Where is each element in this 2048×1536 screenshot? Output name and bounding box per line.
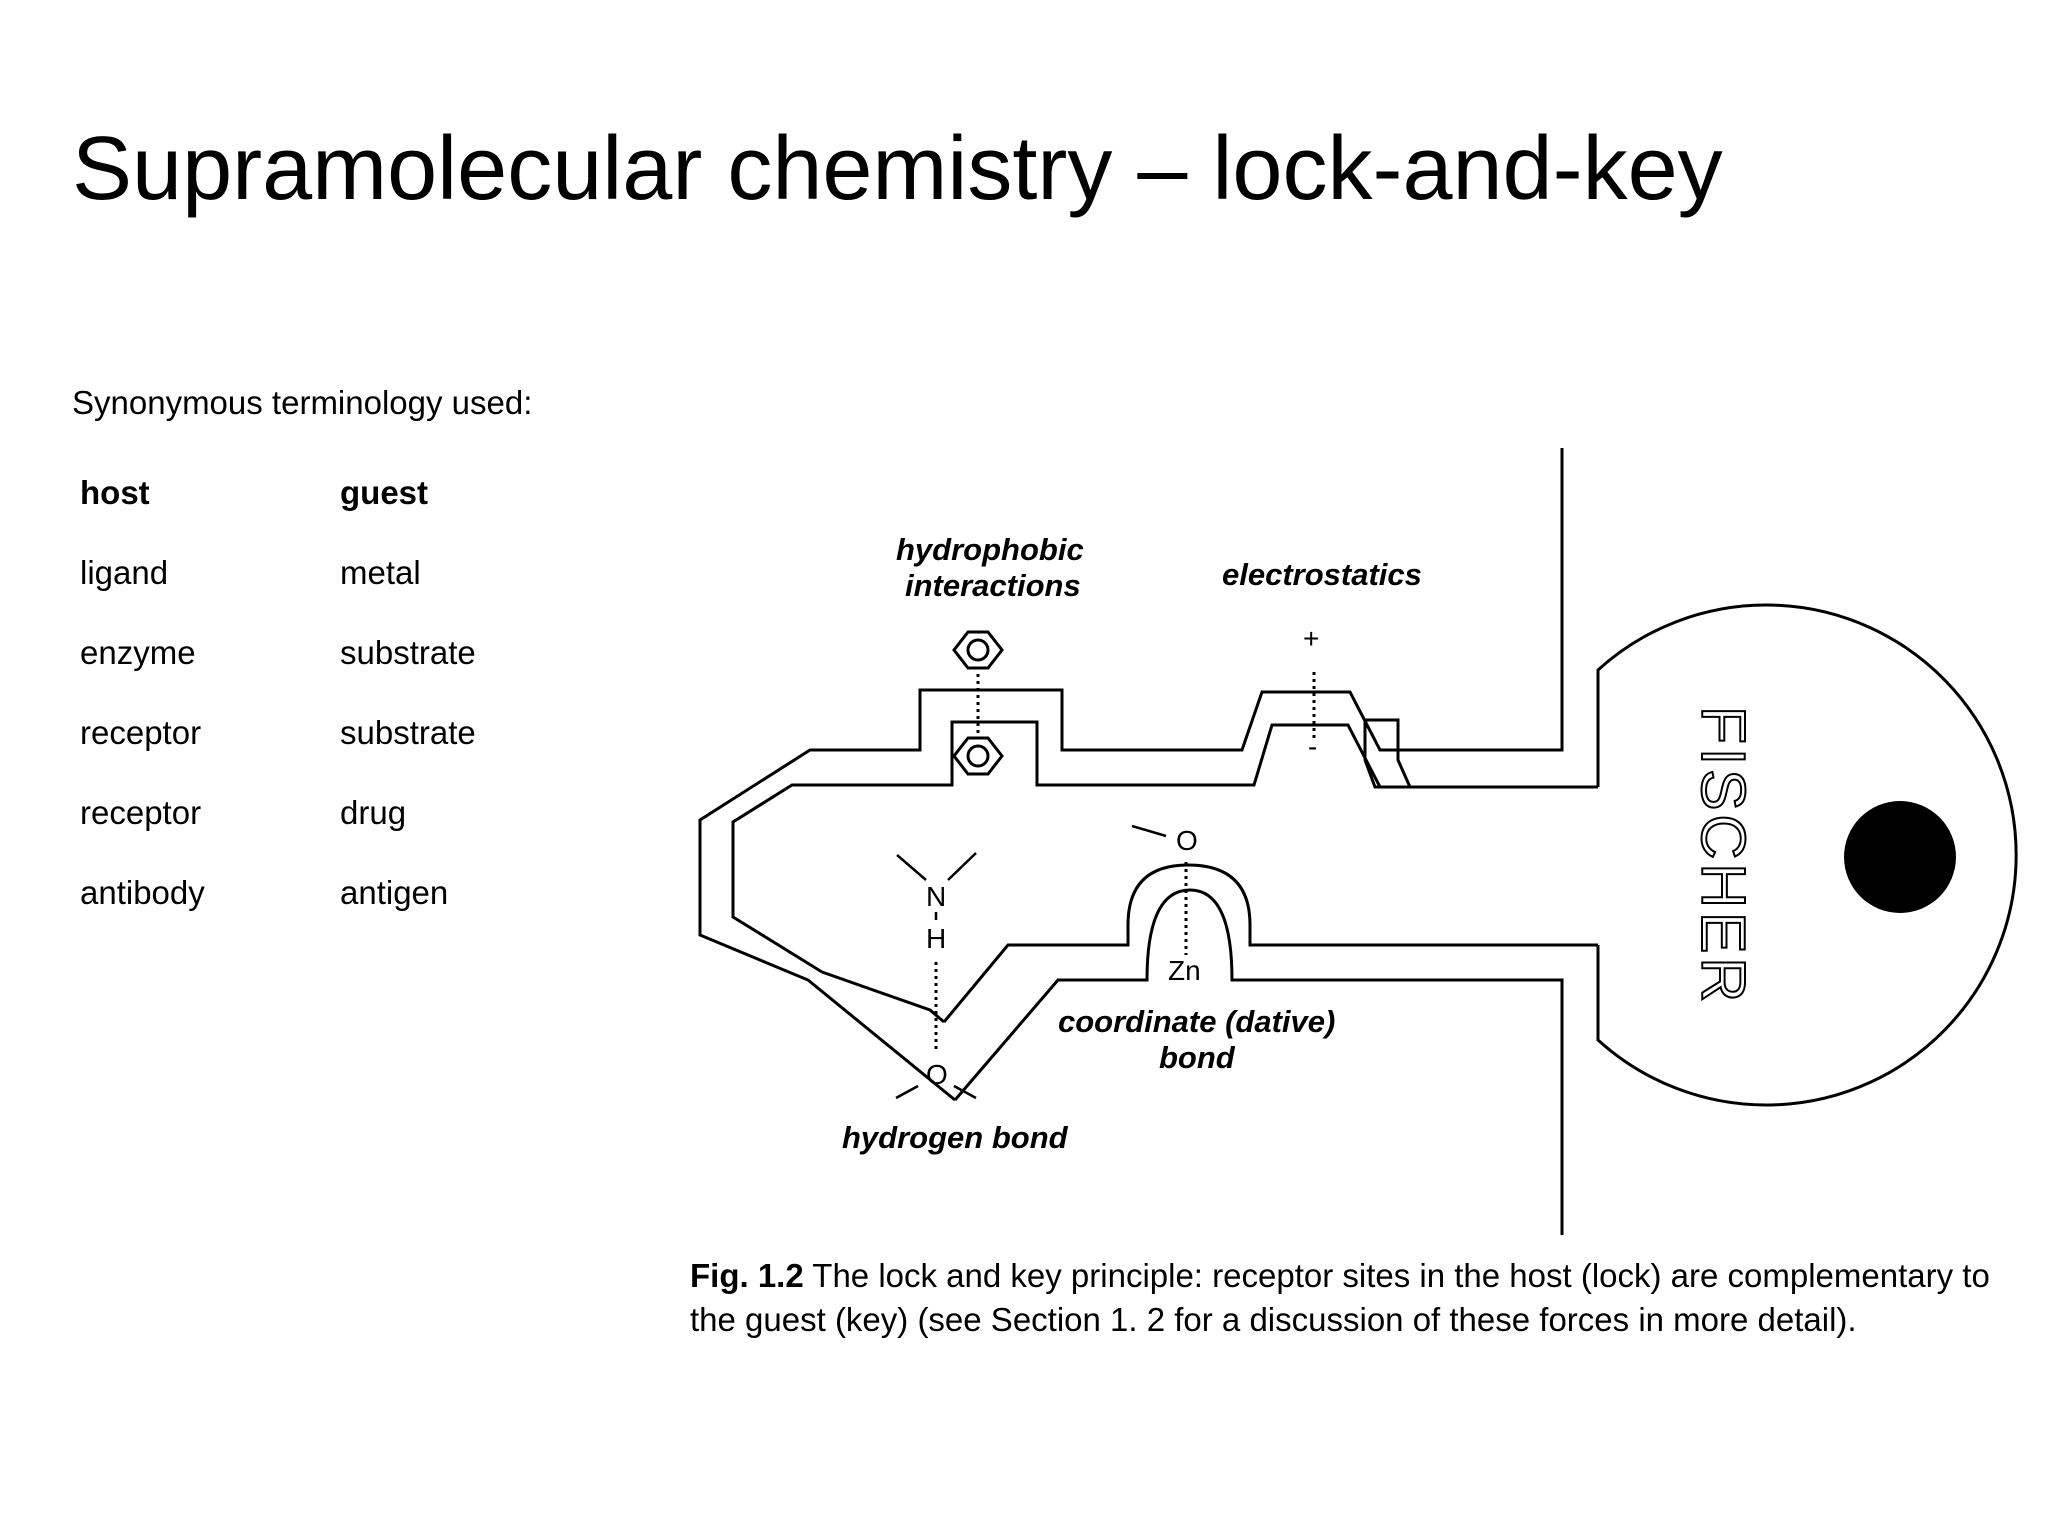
oxygen-atom-bottom: O — [926, 1059, 948, 1090]
key-bow — [1596, 603, 2018, 1107]
label-hydrogen-bond: hydrogen bond — [842, 1120, 1069, 1155]
key-notch-v — [821, 970, 945, 1024]
key-shaft-bottom — [942, 863, 1598, 1023]
table-row: antibody antigen — [80, 874, 476, 954]
label-coordinate-line1: coordinate (dative) — [1058, 1004, 1335, 1039]
guest-cell: substrate — [340, 634, 476, 671]
terminology-table: host guest ligand metal enzyme substrate… — [80, 474, 476, 954]
key-outline — [1363, 718, 1598, 789]
carbonyl-bonds — [895, 1084, 977, 1100]
minus-charge: - — [1308, 731, 1317, 762]
amine-group — [896, 852, 977, 920]
plus-charge: + — [1303, 623, 1319, 654]
label-hydrophobic-line2: interactions — [905, 568, 1081, 603]
guest-cell: metal — [340, 554, 421, 591]
benzene-ring-bottom — [952, 736, 1004, 776]
terminology-heading: Synonymous terminology used: — [72, 384, 533, 421]
key-shaft-top — [731, 720, 1598, 974]
oxygen-atom-top: O — [1176, 825, 1198, 856]
nitrogen-atom: N — [926, 881, 946, 912]
host-cell: receptor — [80, 794, 202, 831]
column-header-guest: guest — [340, 474, 429, 511]
table-row: receptor substrate — [80, 714, 476, 794]
figure-caption-text: The lock and key principle: receptor sit… — [690, 1257, 1990, 1338]
host-cell: enzyme — [80, 634, 196, 671]
table-row: enzyme substrate — [80, 634, 476, 714]
table-row: ligand metal — [80, 554, 476, 634]
label-coordinate-line2: bond — [1159, 1040, 1236, 1075]
lock-wall-bottom — [953, 888, 1564, 1235]
label-electrostatics: electrostatics — [1222, 557, 1422, 592]
methoxy-bond — [1131, 824, 1167, 838]
guest-cell: substrate — [340, 714, 476, 751]
slide-title: Supramolecular chemistry – lock-and-key — [72, 119, 1723, 219]
key-brand-text: FISCHER — [1688, 706, 1757, 1006]
guest-cell: antigen — [340, 874, 449, 911]
figure-label: Fig. 1.2 — [690, 1257, 804, 1294]
key-hole — [1844, 801, 1956, 913]
hydrogen-atom: H — [926, 923, 946, 954]
figure-caption: Fig. 1.2 The lock and key principle: rec… — [690, 1254, 2040, 1342]
benzene-ring-top — [952, 630, 1004, 670]
lock-wall-top — [698, 448, 1564, 1102]
table-header-row: host guest — [80, 474, 476, 554]
table-row: receptor drug — [80, 794, 476, 874]
zinc-atom: Zn — [1168, 955, 1201, 986]
label-hydrophobic-line1: hydrophobic — [896, 532, 1084, 567]
host-cell: receptor — [80, 714, 202, 751]
host-cell: antibody — [80, 874, 205, 911]
guest-cell: drug — [340, 794, 407, 831]
lock-and-key-diagram: FISCHER + - N H O O Zn hydrophobic inter… — [698, 448, 2018, 1235]
host-cell: ligand — [80, 554, 169, 591]
column-header-host: host — [80, 474, 150, 511]
